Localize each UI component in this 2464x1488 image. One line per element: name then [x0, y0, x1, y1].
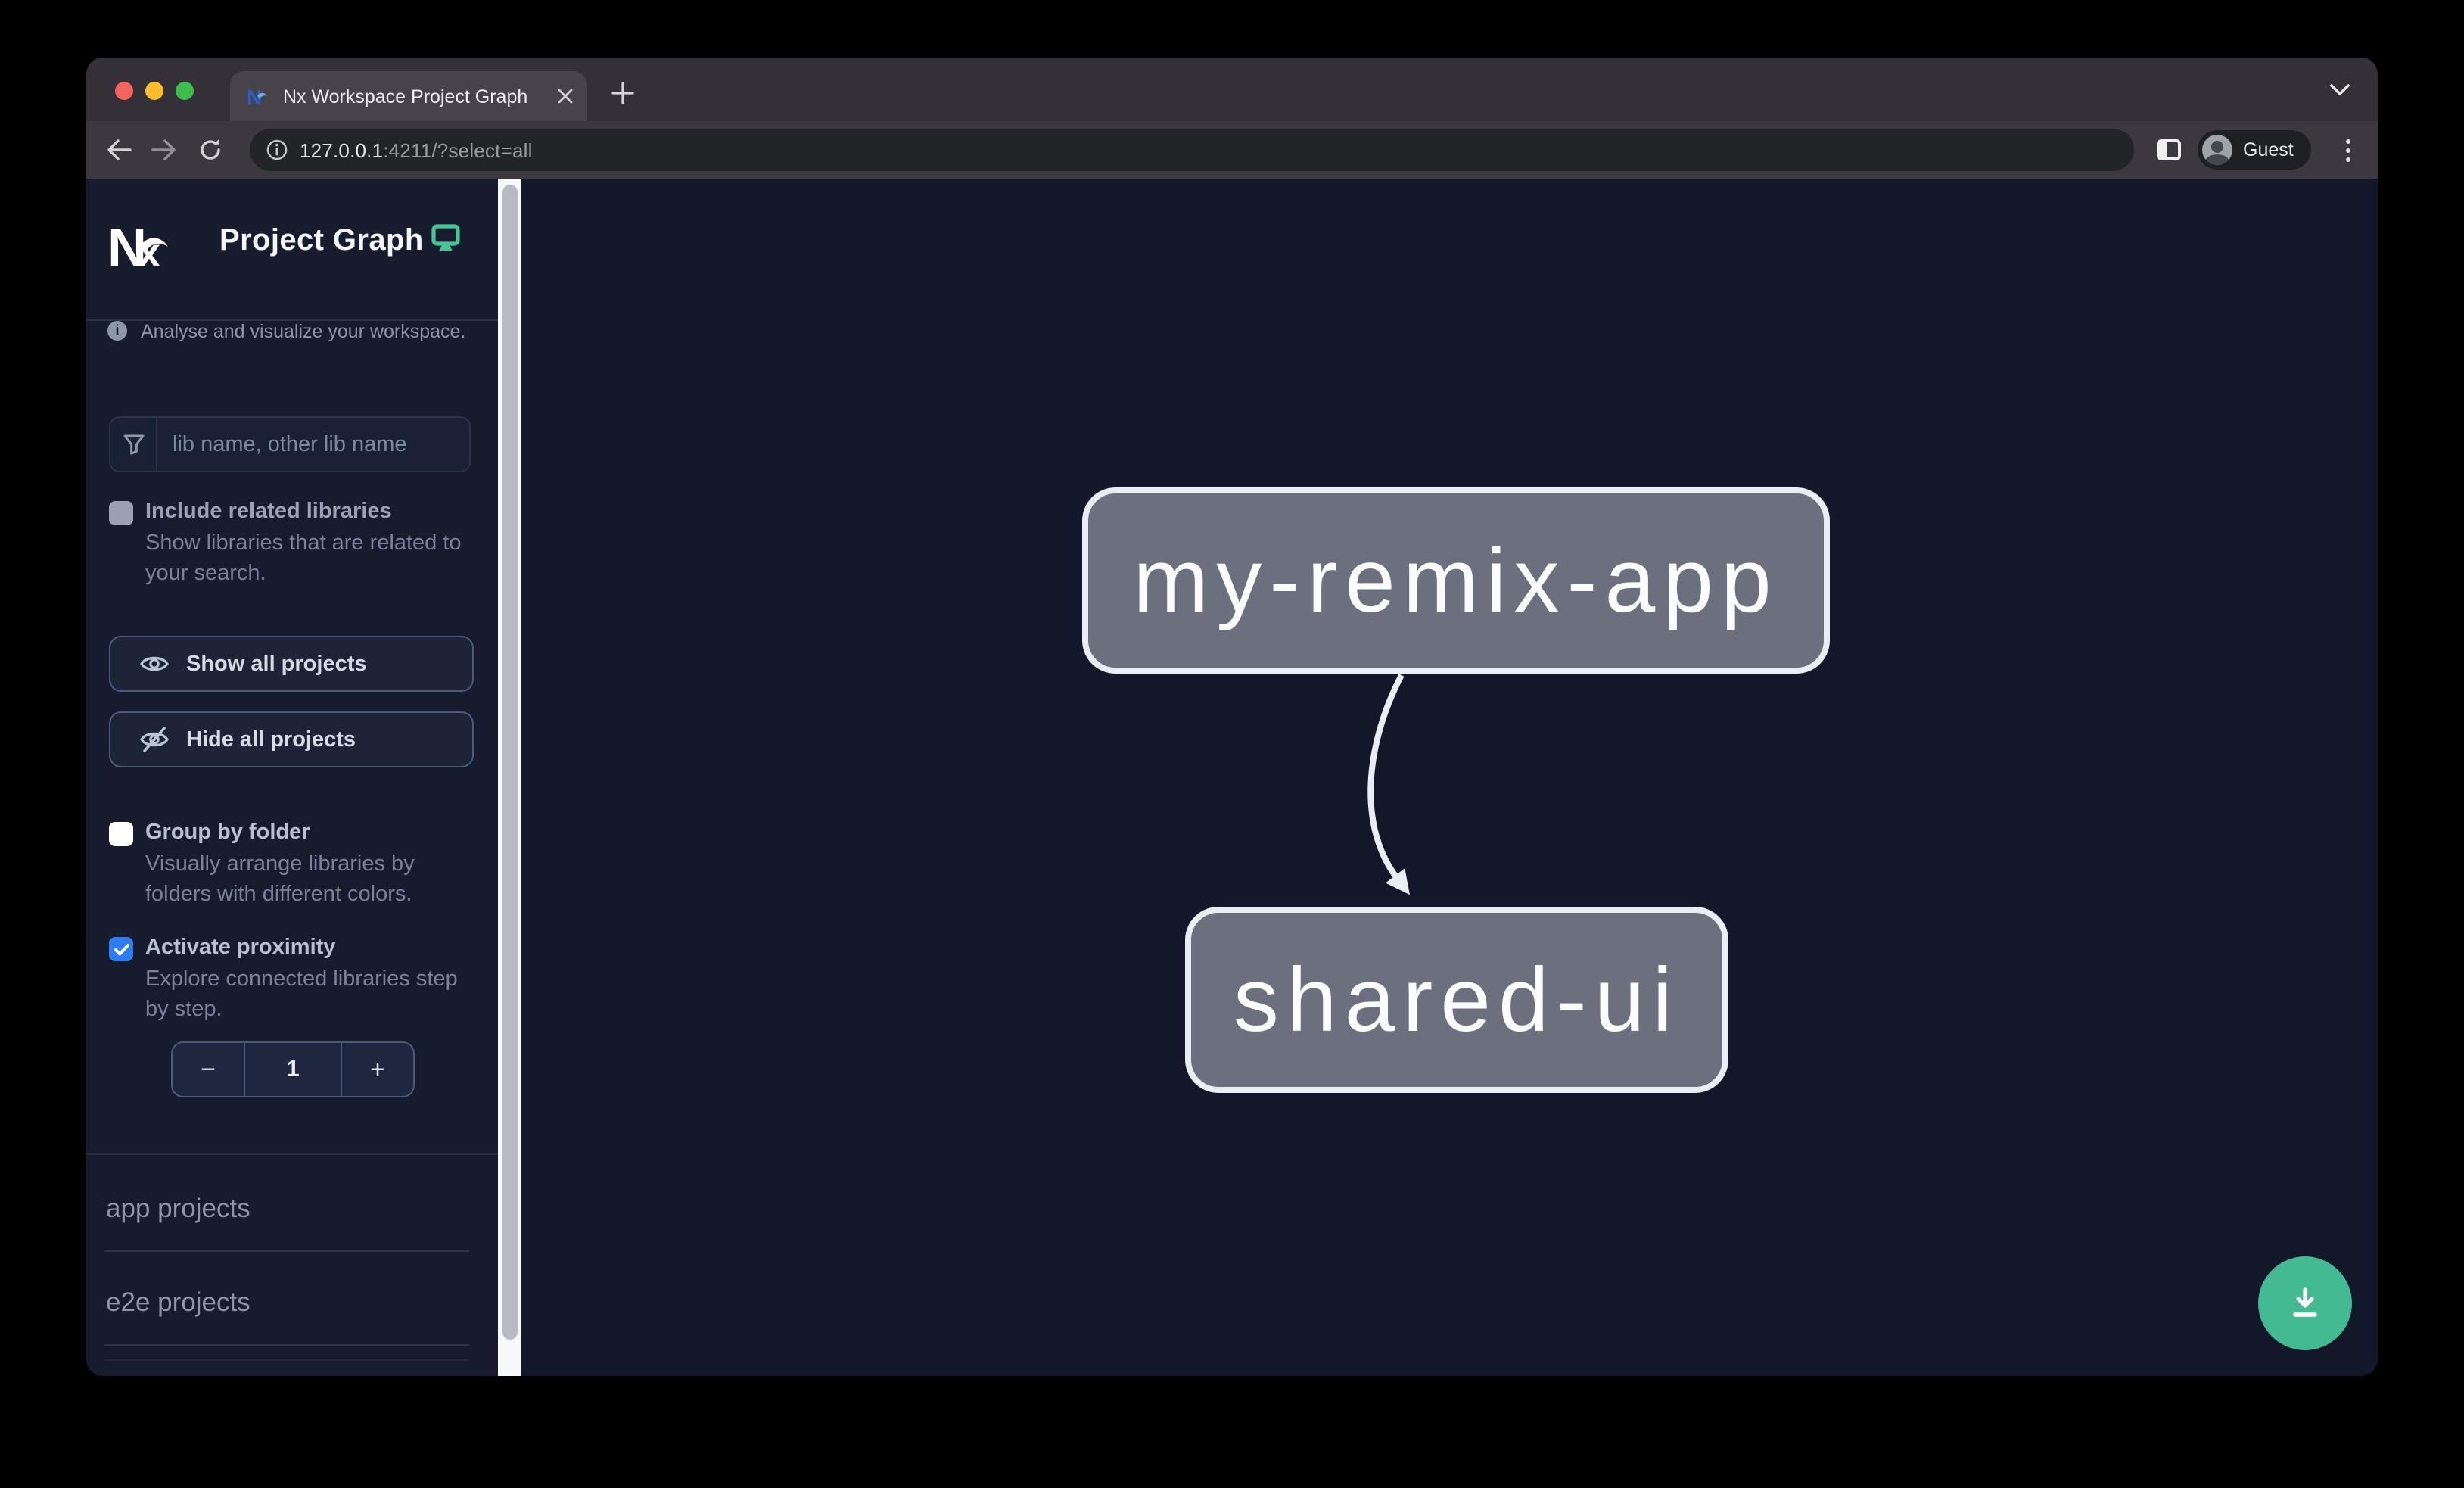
edge-layer — [1367, 674, 1410, 895]
section-divider — [104, 1250, 469, 1252]
include-related-desc-line1: Show libraries that are related to — [145, 531, 462, 556]
graph-canvas[interactable]: my-remix-app shared-ui — [521, 179, 2378, 1376]
group-by-folder-label: Group by folder — [145, 820, 310, 845]
header-divider — [86, 319, 498, 321]
svg-text:x: x — [138, 230, 160, 274]
browser-menu-button[interactable] — [2335, 132, 2360, 168]
section-e2e-projects[interactable]: e2e projects — [106, 1287, 250, 1317]
reload-button[interactable] — [192, 132, 229, 168]
url-path: :4211/?select=all — [383, 139, 533, 161]
sections-divider — [86, 1153, 498, 1155]
proximity-stepper: − 1 + — [171, 1041, 415, 1097]
side-panel-icon — [2157, 139, 2181, 160]
eye-off-icon — [139, 727, 170, 752]
address-bar[interactable]: 127.0.0.1:4211/?select=all — [250, 129, 2134, 171]
close-window-button[interactable] — [115, 82, 133, 100]
site-info-icon[interactable] — [266, 139, 288, 160]
stepper-value: 1 — [286, 1056, 300, 1082]
funnel-icon — [110, 418, 157, 471]
info-icon: i — [107, 321, 127, 341]
monitor-icon[interactable] — [431, 224, 460, 259]
activate-proximity-desc-line1: Explore connected libraries step — [145, 967, 458, 991]
url-host: 127.0.0.1 — [300, 139, 384, 161]
url-text: 127.0.0.1:4211/?select=all — [300, 139, 533, 161]
profile-label: Guest — [2243, 139, 2294, 160]
edge-my-remix-app-to-shared-ui[interactable] — [1367, 674, 1410, 895]
profile-button[interactable]: Guest — [2198, 130, 2312, 170]
svg-text:N: N — [247, 85, 262, 108]
nx-logo: N x — [107, 218, 171, 282]
filter-input[interactable] — [157, 432, 469, 456]
svg-text:N: N — [107, 219, 147, 274]
tab-close-icon[interactable] — [557, 88, 574, 104]
tab-search-chevron-icon[interactable] — [2326, 77, 2354, 101]
page-content: N x Project Graph i Analyse and visualiz… — [86, 179, 2378, 1376]
download-graph-button[interactable] — [2258, 1256, 2352, 1350]
zoom-window-button[interactable] — [176, 82, 194, 100]
show-all-projects-button[interactable]: Show all projects — [109, 636, 474, 692]
sidebar-scrollbar[interactable] — [498, 179, 521, 1376]
activate-proximity-checkbox[interactable] — [109, 937, 133, 961]
activate-proximity-desc-line2: by step. — [145, 997, 222, 1021]
browser-toolbar: 127.0.0.1:4211/?select=all Guest — [86, 121, 2378, 179]
filter-box — [109, 416, 471, 472]
activate-proximity-label: Activate proximity — [145, 935, 336, 960]
sidebar: N x Project Graph i Analyse and visualiz… — [86, 179, 498, 1376]
new-tab-button[interactable] — [607, 77, 637, 107]
scrollbar-thumb[interactable] — [502, 185, 517, 1340]
group-by-folder-checkbox[interactable] — [109, 822, 133, 846]
node-shared-ui[interactable]: shared-ui — [1185, 907, 1728, 1093]
page-title: Project Graph — [219, 224, 424, 257]
minimize-window-button[interactable] — [145, 82, 163, 100]
side-panel-button[interactable] — [2152, 133, 2186, 167]
include-related-desc-line2: your search. — [145, 561, 266, 585]
browser-window: N Nx Workspace Project Graph — [86, 58, 2378, 1376]
eye-icon — [139, 652, 170, 675]
stepper-increment-button[interactable]: + — [341, 1043, 413, 1096]
tab-bar: N Nx Workspace Project Graph — [86, 58, 2378, 121]
hide-all-projects-label: Hide all projects — [186, 727, 356, 752]
section-divider — [104, 1344, 469, 1346]
node-label: shared-ui — [1233, 949, 1681, 1051]
tab-title: Nx Workspace Project Graph — [283, 86, 528, 107]
forward-button[interactable] — [145, 132, 182, 168]
checkbox-check-icon — [114, 943, 129, 955]
node-my-remix-app[interactable]: my-remix-app — [1082, 487, 1830, 674]
nx-favicon: N — [247, 84, 271, 108]
include-related-checkbox[interactable] — [109, 501, 133, 525]
browser-tab[interactable]: N Nx Workspace Project Graph — [230, 71, 587, 121]
group-by-folder-desc-line1: Visually arrange libraries by — [145, 852, 415, 876]
hide-all-projects-button[interactable]: Hide all projects — [109, 711, 474, 767]
tagline-text: Analyse and visualize your workspace. — [141, 321, 466, 342]
download-icon — [2293, 1287, 2317, 1317]
avatar-icon — [2202, 135, 2232, 165]
section-app-projects[interactable]: app projects — [106, 1193, 250, 1223]
show-all-projects-label: Show all projects — [186, 652, 367, 676]
include-related-label: Include related libraries — [145, 500, 392, 524]
back-button[interactable] — [100, 132, 136, 168]
stepper-decrement-button[interactable]: − — [173, 1043, 245, 1096]
section-divider-faint — [104, 1359, 469, 1361]
node-label: my-remix-app — [1133, 530, 1779, 631]
group-by-folder-desc-line2: folders with different colors. — [145, 882, 412, 906]
